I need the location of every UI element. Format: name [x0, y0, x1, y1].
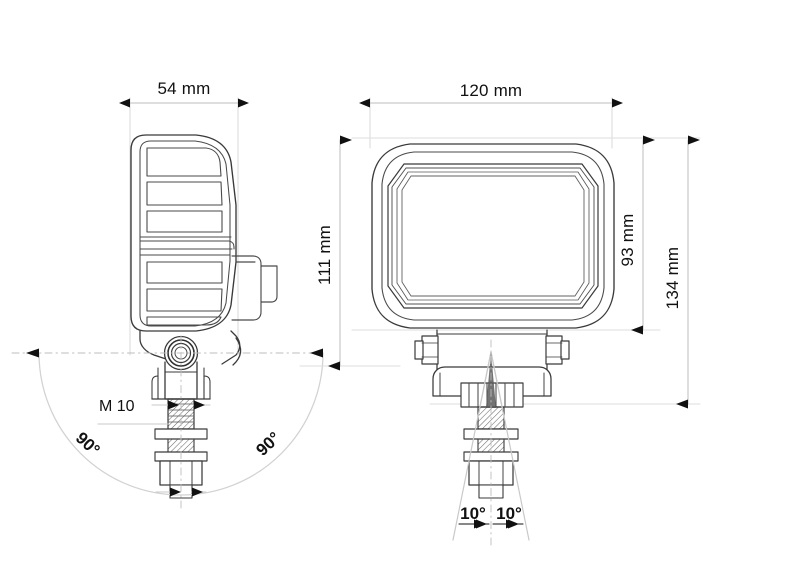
label-tilt-left: 10°	[460, 504, 486, 523]
label-thread-size: M 10	[99, 398, 135, 415]
front-view-group	[299, 97, 701, 546]
side-cooling-fins-upper	[146, 147, 223, 233]
swivel-arc-right	[180, 348, 324, 496]
front-height-reference-lines	[299, 137, 701, 405]
tilt-angle-rays	[452, 351, 530, 541]
label-side-width: 54 mm	[158, 79, 211, 98]
front-lens-face	[401, 175, 585, 297]
side-mounting-bracket-arm	[139, 330, 242, 366]
side-rear-connector-box	[231, 255, 278, 321]
label-front-width: 120 mm	[460, 81, 523, 100]
label-housing-height: 111 mm	[315, 225, 334, 285]
side-width-extension-lines	[129, 97, 239, 356]
side-cooling-fins-lower	[146, 261, 223, 326]
label-swivel-left: 90°	[72, 428, 104, 460]
front-lamp-housing	[371, 143, 615, 329]
front-lens-bezel	[387, 163, 599, 309]
side-housing-parting-line	[139, 236, 235, 256]
front-pivot-bolt-left	[414, 335, 439, 365]
label-tilt-right: 10°	[496, 504, 522, 523]
front-width-extension-lines	[369, 97, 613, 149]
label-overall-height: 134 mm	[663, 247, 682, 310]
swivel-arc-left	[26, 348, 182, 496]
side-view-group	[11, 97, 324, 509]
front-pivot-bolt-right	[545, 335, 570, 365]
label-lens-height: 93 mm	[618, 214, 637, 267]
